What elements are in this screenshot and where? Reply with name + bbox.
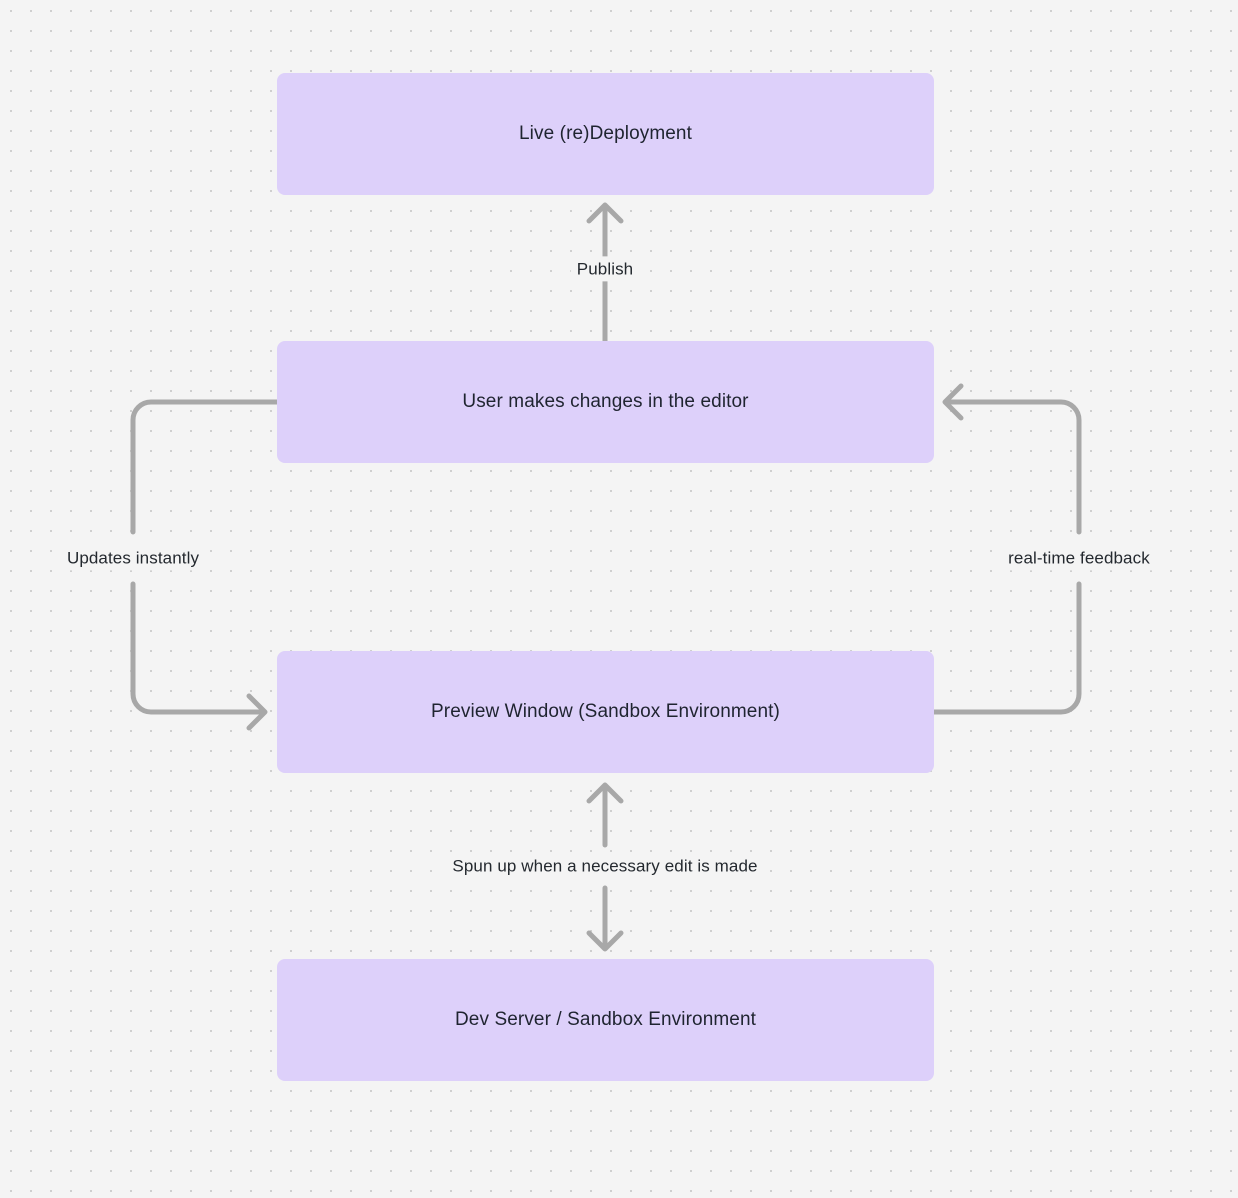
node-dev-server[interactable]: Dev Server / Sandbox Environment	[277, 959, 934, 1081]
node-preview-window[interactable]: Preview Window (Sandbox Environment)	[277, 651, 934, 773]
node-label: User makes changes in the editor	[462, 390, 749, 412]
node-label: Dev Server / Sandbox Environment	[454, 1008, 756, 1030]
edge-label-updates-instantly: Updates instantly	[60, 545, 206, 571]
node-label: Preview Window (Sandbox Environment)	[431, 700, 780, 722]
edge-label-publish: Publish	[570, 256, 640, 282]
node-live-deployment[interactable]: Live (re)Deployment	[277, 73, 934, 195]
edge-label-real-time-feedback: real-time feedback	[1002, 545, 1156, 571]
edge-label-spun-up: Spun up when a necessary edit is made	[446, 853, 764, 879]
node-label: Live (re)Deployment	[519, 122, 692, 144]
node-user-editor[interactable]: User makes changes in the editor	[277, 341, 934, 463]
